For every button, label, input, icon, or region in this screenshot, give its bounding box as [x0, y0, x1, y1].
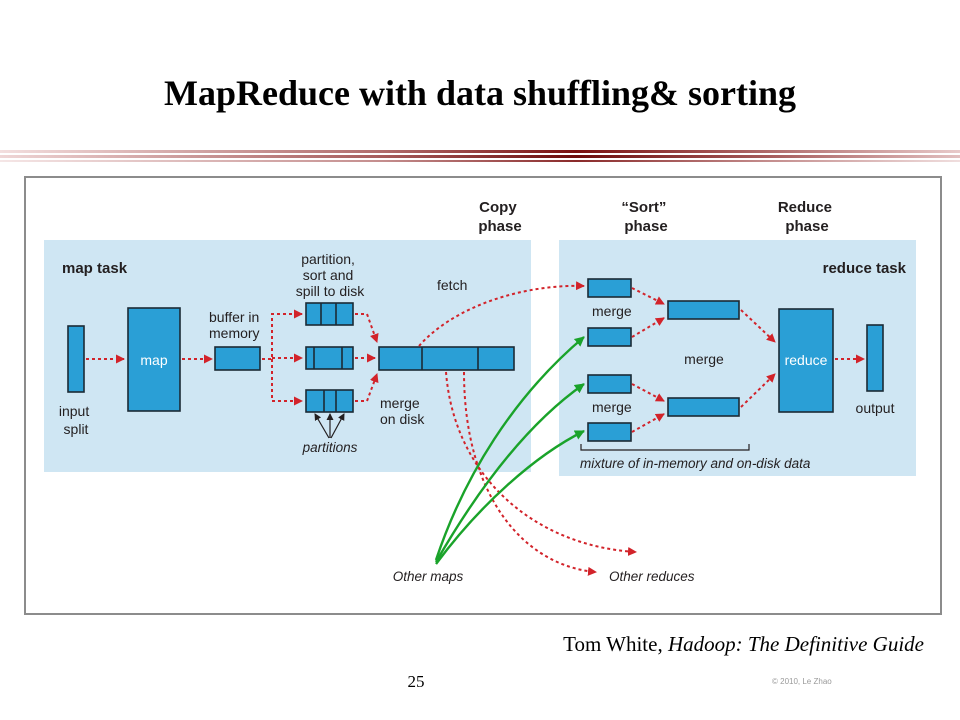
- other-reduces-arrow: [445, 371, 637, 557]
- other-maps-arrow: [435, 429, 585, 565]
- merged-run-box: [667, 397, 740, 417]
- slide-title: MapReduce with data shuffling& sorting: [163, 73, 797, 113]
- map-task-label: map task: [62, 260, 128, 277]
- map-box: [127, 307, 181, 412]
- copy-phase-label: Copy phase: [478, 199, 521, 235]
- title-divider-line: [0, 150, 960, 153]
- reduce-input-box: [587, 327, 632, 347]
- output-label: output: [856, 400, 895, 416]
- memory-buffer-box: [214, 346, 261, 371]
- input-split-box: [67, 325, 85, 393]
- buffer-in-memory-label: buffer in memory: [209, 309, 263, 341]
- output-box: [866, 324, 884, 392]
- input-split-label: input split: [59, 403, 93, 437]
- spill-file: [305, 302, 354, 326]
- title-divider-line: [0, 160, 960, 162]
- map-box-label: map: [140, 352, 167, 368]
- partition-sort-spill-label: partition, sort and spill to disk: [296, 251, 365, 299]
- flow-arrow: [631, 383, 665, 402]
- merged-file: [378, 346, 515, 371]
- flow-arrow: [740, 309, 776, 343]
- page-number: 25: [407, 672, 425, 691]
- reduce-input-box: [587, 422, 632, 442]
- merge-top-label: merge: [592, 303, 632, 319]
- reduce-input-box: [587, 374, 632, 394]
- flow-arrow: [355, 313, 379, 343]
- other-reduces-arrow: [463, 371, 597, 576]
- merged-run-box: [667, 300, 740, 320]
- mapreduce-diagram: Copy phase “Sort” phase Reduce phase map…: [24, 176, 942, 615]
- other-reduces-label: Other reduces: [609, 569, 695, 584]
- partitions-pointer: [314, 413, 345, 439]
- reduce-task-label: reduce task: [823, 260, 907, 277]
- flow-arrow: [355, 373, 379, 402]
- mixture-bracket: [580, 444, 750, 451]
- fetch-arrow: [418, 281, 585, 347]
- reduce-box: [778, 308, 834, 413]
- merge-bottom-label: merge: [592, 399, 632, 415]
- copyright-notice: © 2010, Le Zhao: [772, 677, 832, 686]
- merge-on-disk-label: merge on disk: [380, 395, 425, 427]
- caption-book-title: Hadoop: The Definitive Guide: [667, 632, 924, 656]
- reduce-input-box: [587, 278, 632, 298]
- caption-author: Tom White,: [563, 632, 668, 656]
- fetch-label: fetch: [437, 277, 467, 293]
- title-divider-line: [0, 155, 960, 158]
- sort-phase-label: “Sort” phase: [621, 199, 670, 235]
- other-maps-arrow: [434, 383, 585, 563]
- flow-arrow: [740, 373, 776, 408]
- mixture-label: mixture of in-memory and on-disk data: [580, 456, 811, 471]
- reduce-box-label: reduce: [785, 352, 828, 368]
- merge-middle-label: merge: [684, 351, 724, 367]
- spill-file: [305, 389, 354, 413]
- flow-arrow: [631, 317, 665, 338]
- flow-arrow: [631, 413, 665, 433]
- flow-arrow: [262, 309, 303, 360]
- other-maps-arrow: [434, 336, 585, 561]
- reduce-phase-label: Reduce phase: [778, 199, 836, 235]
- partitions-label: partitions: [302, 440, 358, 455]
- source-caption: Tom White, Hadoop: The Definitive Guide: [563, 632, 924, 657]
- spill-file: [305, 346, 354, 370]
- flow-arrow: [271, 359, 303, 406]
- other-maps-label: Other maps: [393, 569, 464, 584]
